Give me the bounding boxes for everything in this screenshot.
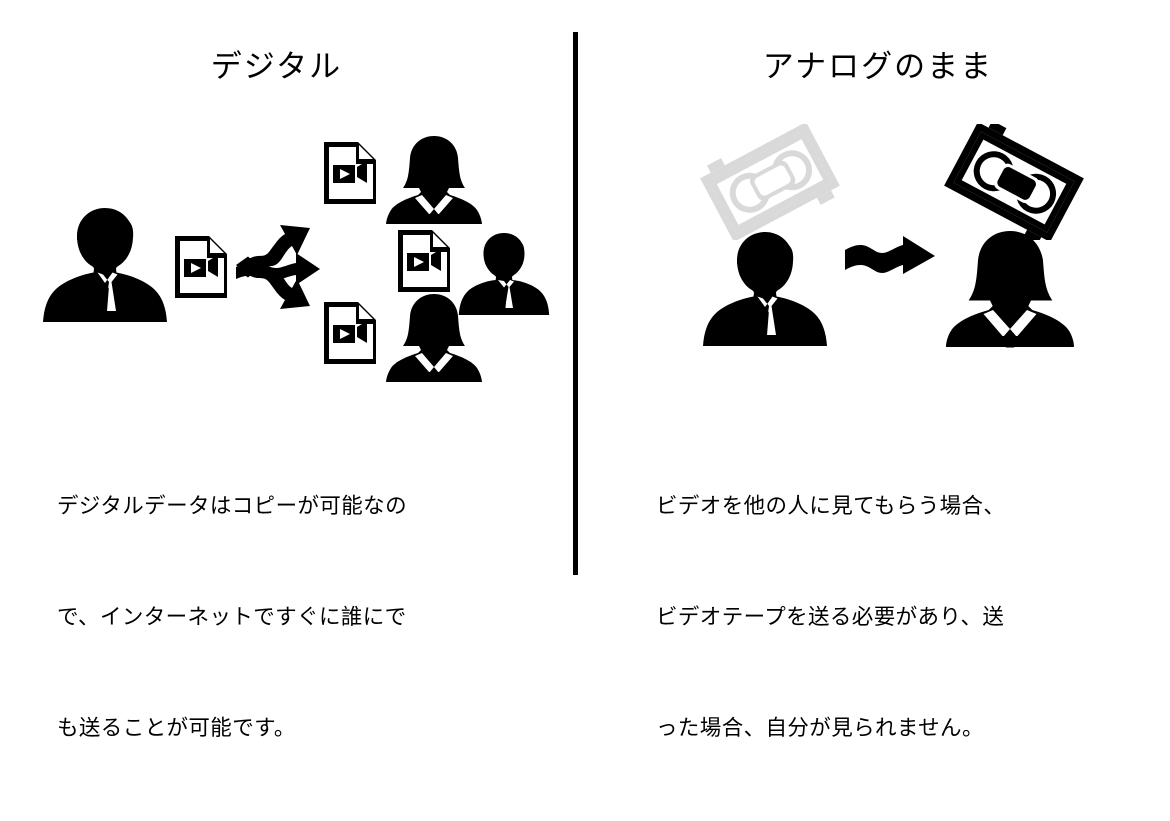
caption-line: ビデオを他の人に見てもらう場合、 [656, 494, 1006, 518]
caption-line: で、インターネットですぐに誰にで [57, 605, 407, 629]
video-file-icon-copy-1 [322, 140, 378, 206]
video-file-icon-copy-2 [396, 228, 452, 294]
male-person-silhouette-2 [458, 230, 550, 320]
caption-line: デジタルデータはコピーが可能なの [57, 494, 407, 518]
video-file-icon-source [173, 234, 229, 300]
illustration-digital [0, 120, 573, 390]
video-file-icon-copy-3 [322, 300, 378, 366]
caption-digital: デジタルデータはコピーが可能なの で、インターネットですぐに誰にで も送ることが… [57, 414, 407, 821]
male-person-silhouette-sender [702, 228, 828, 350]
female-person-silhouette-1 [386, 134, 482, 226]
caption-analog: ビデオを他の人に見てもらう場合、 ビデオテープを送る必要があり、送 った場合、自… [656, 414, 1005, 821]
infographic-canvas: デジタル [0, 0, 1170, 740]
illustration-analog [578, 120, 1170, 390]
three-wavy-arrows-branching-icon [228, 215, 340, 320]
female-person-silhouette-3 [386, 292, 482, 384]
male-person-silhouette [42, 204, 168, 326]
page-title-analog: アナログのまま [762, 49, 994, 84]
panel-digital: デジタル [0, 0, 573, 740]
wavy-arrow-right-icon [843, 234, 937, 278]
caption-line: ビデオテープを送る必要があり、送 [656, 605, 1005, 629]
vertical-divider-line [573, 32, 578, 575]
vhs-tape-icon-faded [700, 124, 840, 240]
vhs-tape-icon-solid [944, 124, 1084, 240]
panel-analog: アナログのまま [578, 0, 1170, 740]
caption-line: も送ることが可能です。 [57, 716, 296, 740]
page-title-digital: デジタル [210, 49, 343, 84]
female-person-silhouette-receiver [946, 228, 1074, 350]
caption-line: った場合、自分が見られません。 [656, 716, 984, 740]
